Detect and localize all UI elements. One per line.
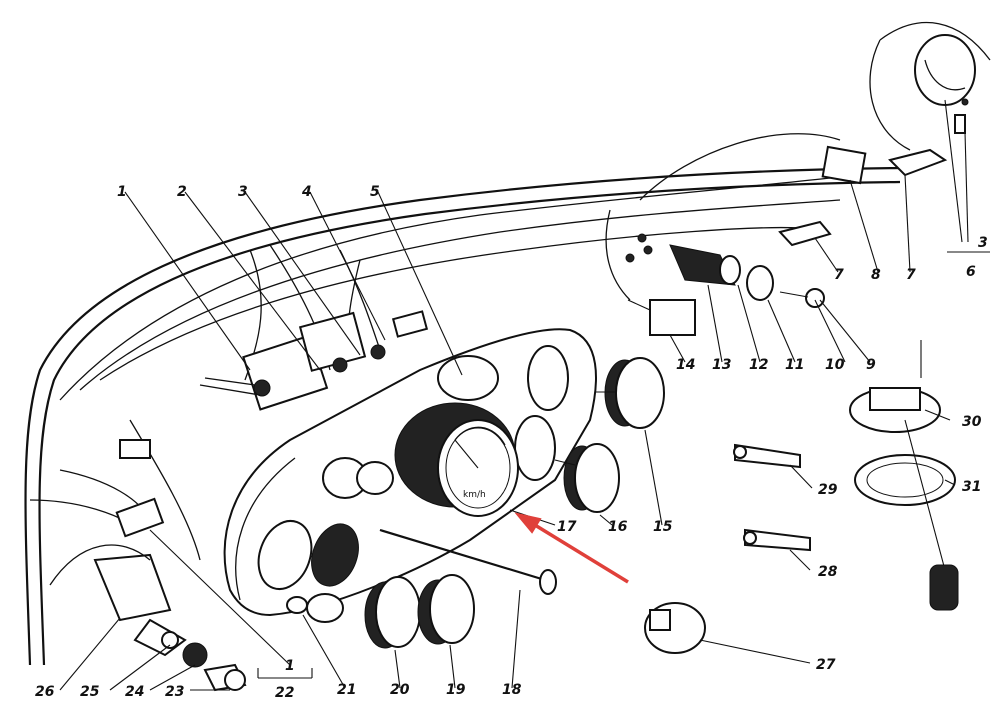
callout-29: 29 bbox=[818, 482, 838, 498]
callout-3: 3 bbox=[238, 184, 248, 200]
callout-1-bottom: 1 bbox=[285, 658, 295, 674]
relay-cluster bbox=[199, 310, 429, 411]
callout-8: 8 bbox=[871, 267, 881, 283]
callout-22: 22 bbox=[275, 685, 294, 701]
callout-11: 11 bbox=[785, 357, 804, 373]
lamp-socket bbox=[286, 593, 344, 623]
callout-6: 6 bbox=[966, 264, 976, 280]
callout-30: 30 bbox=[962, 414, 982, 430]
callout-28: 28 bbox=[818, 564, 838, 580]
speedometer-unit-text: km/h bbox=[463, 490, 486, 500]
callout-21: 21 bbox=[337, 682, 356, 698]
ignition-switch bbox=[625, 233, 825, 308]
left-relays bbox=[49, 439, 187, 657]
callout-31: 31 bbox=[962, 479, 981, 495]
callout-9: 9 bbox=[866, 357, 876, 373]
callout-16: 16 bbox=[608, 519, 628, 535]
callout-19: 19 bbox=[446, 682, 466, 698]
callout-5: 5 bbox=[370, 184, 380, 200]
relay-14 bbox=[627, 299, 696, 336]
callout-17: 17 bbox=[557, 519, 577, 535]
callout-26: 26 bbox=[35, 684, 55, 700]
callout-3-right: 3 bbox=[978, 235, 988, 251]
callout-10: 10 bbox=[825, 357, 845, 373]
callout-7-a: 7 bbox=[834, 267, 844, 283]
callout-15: 15 bbox=[653, 519, 673, 535]
callout-4: 4 bbox=[301, 184, 312, 200]
callout-18: 18 bbox=[502, 682, 522, 698]
switches-bottom bbox=[161, 631, 247, 692]
callout-23: 23 bbox=[165, 684, 184, 700]
callout-24: 24 bbox=[125, 684, 144, 700]
callout-13: 13 bbox=[712, 357, 731, 373]
callout-12: 12 bbox=[749, 357, 768, 373]
callout-27: 27 bbox=[816, 657, 836, 673]
fuel-sender bbox=[849, 340, 959, 611]
callout-labels: 1 2 3 4 5 3 6 7 8 7 9 10 11 12 13 14 15 … bbox=[35, 184, 988, 701]
callout-25: 25 bbox=[80, 684, 100, 700]
switch-8 bbox=[778, 145, 948, 247]
callout-20: 20 bbox=[390, 682, 410, 698]
callout-1: 1 bbox=[117, 184, 127, 200]
roof-lamp bbox=[914, 34, 976, 134]
gauges-right bbox=[554, 357, 665, 513]
callout-7-b: 7 bbox=[906, 267, 916, 283]
wiring-harness bbox=[24, 21, 991, 666]
callout-14: 14 bbox=[676, 357, 695, 373]
gauges-bottom bbox=[364, 574, 475, 649]
leader-lines bbox=[59, 99, 990, 691]
callout-2: 2 bbox=[177, 184, 187, 200]
sensors bbox=[644, 443, 811, 654]
speedometer: km/h bbox=[394, 402, 519, 517]
speedometer-cable bbox=[379, 528, 557, 595]
red-arrow bbox=[514, 512, 629, 584]
